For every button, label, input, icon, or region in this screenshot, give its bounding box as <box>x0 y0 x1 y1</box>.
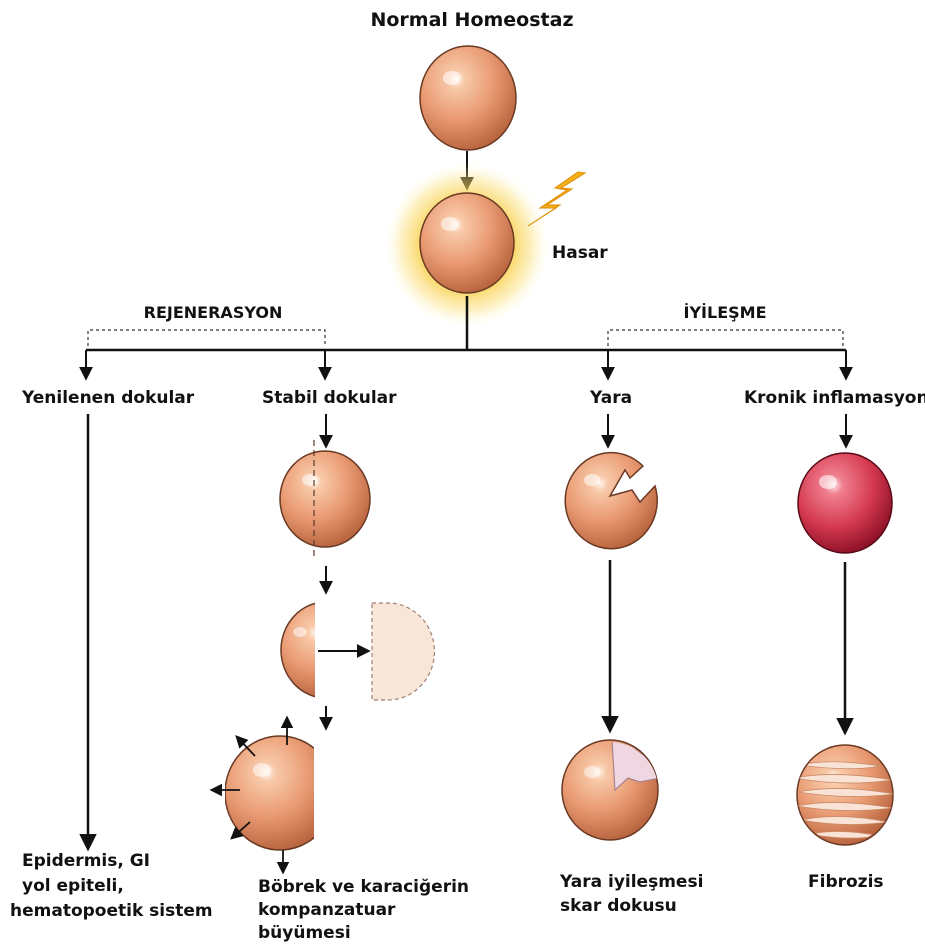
stable-cell <box>280 440 370 560</box>
outcome-labile-line-1: Epidermis, GI <box>22 851 150 871</box>
damage-label: Hasar <box>552 243 608 263</box>
regeneration-bracket <box>88 330 325 346</box>
outcome-wound-line-1: Yara iyileşmesi <box>559 872 703 892</box>
fibrosis-cell <box>795 745 894 845</box>
outcome-chronic: Fibrozis <box>808 872 884 892</box>
scar-cell <box>562 740 660 840</box>
branch-label-stable: Stabil dokular <box>262 388 397 408</box>
outcome-wound: Yara iyileşmesi skar dokusu <box>559 872 703 916</box>
regeneration-section-label: REJENERASYON <box>144 303 283 322</box>
branch-label-chronic: Kronik inflamasyon <box>744 388 925 408</box>
outcome-labile-line-2: yol epiteli, <box>22 876 124 896</box>
removed-part-ghost <box>372 603 434 700</box>
compensatory-growth-cell <box>225 736 335 850</box>
outcome-stable-line-2: kompanzatuar <box>258 900 396 920</box>
healing-bracket <box>608 330 843 346</box>
normal-cell <box>420 46 516 150</box>
healing-section-label: İYİLEŞME <box>684 303 767 322</box>
outcome-labile: Epidermis, GI yol epiteli, hematopoetik … <box>10 851 213 921</box>
inflamed-cell <box>798 453 892 553</box>
branch-label-labile: Yenilenen dokular <box>21 388 195 408</box>
outcome-stable: Böbrek ve karaciğerin kompanzatuar büyüm… <box>258 877 469 943</box>
outcome-wound-line-2: skar dokusu <box>560 896 677 916</box>
outcome-stable-line-3: büyümesi <box>258 923 351 943</box>
outcome-labile-line-3: hematopoetik sistem <box>10 901 213 921</box>
outcome-stable-line-1: Böbrek ve karaciğerin <box>258 877 469 897</box>
diagram-title: Normal Homeostaz <box>370 9 573 31</box>
outcome-chronic-line-1: Fibrozis <box>808 872 884 892</box>
branch-label-wound: Yara <box>589 388 632 408</box>
wounded-cell <box>565 453 657 549</box>
